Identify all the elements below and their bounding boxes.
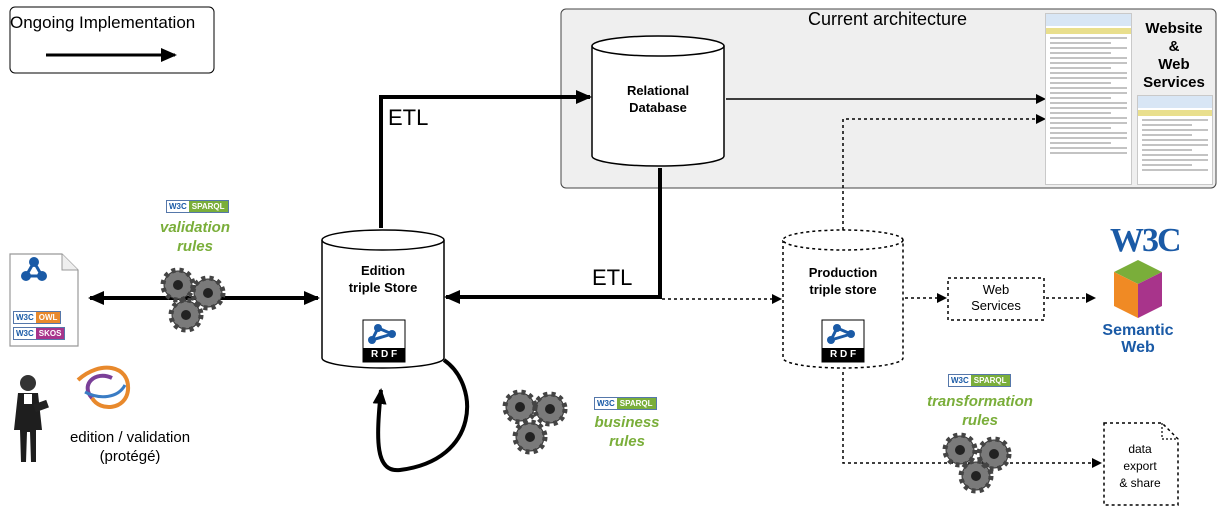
validation-gears-icon: [160, 267, 226, 333]
edition-rdf-text: R D F: [370, 349, 398, 360]
validation-sparql-badge: W3C SPARQL: [166, 200, 229, 213]
production-store-label: Production triple store: [808, 265, 878, 297]
web-services-label: Web Services: [971, 282, 1021, 313]
editor-label: edition / validation (protégé): [69, 429, 191, 465]
relational-database-cylinder: [591, 35, 725, 167]
etl-label-mid: ETL: [592, 265, 633, 290]
data-export-document: [1103, 422, 1179, 506]
business-gears-icon: [502, 389, 568, 455]
relational-database-label: Relational Database: [626, 83, 690, 115]
legend-title: Ongoing Implementation: [10, 13, 196, 32]
editor-person-icon: [14, 375, 49, 462]
web-services-box: [947, 277, 1045, 321]
edition-store-label: Edition triple Store: [348, 263, 418, 295]
etl-label-top: ETL: [388, 105, 429, 130]
transformation-gears-icon: [942, 432, 1012, 494]
production-to-website-arrow: [842, 114, 1046, 230]
validation-rules-label: validation rules: [159, 219, 230, 255]
edition-store-cylinder: [321, 229, 445, 369]
data-export-label: data export & share: [1119, 442, 1161, 490]
document-rdf-glyph: [21, 257, 47, 281]
transformation-rules-label: transformation rules: [927, 393, 1033, 429]
architecture-title: Current architecture: [808, 9, 968, 29]
semantic-web-cube-icon: [1114, 260, 1162, 318]
business-sparql-badge: W3C SPARQL: [594, 397, 657, 410]
production-rdf-text: R D F: [829, 349, 857, 360]
business-rules-label: business rules: [594, 414, 660, 450]
edition-rdf-logo: [362, 319, 406, 363]
production-rdf-logo: [821, 319, 865, 363]
semantic-web-label: Semantic Web: [1102, 322, 1174, 356]
transformation-sparql-badge: W3C SPARQL: [948, 374, 1011, 387]
owl-badge: W3C OWL: [13, 311, 62, 324]
protege-logo-icon: [76, 365, 131, 409]
website-screenshot-1: [1045, 13, 1132, 185]
etl-arrow-top: [379, 90, 592, 228]
production-to-export-arrow: [842, 372, 1102, 468]
website-screenshot-2: [1137, 95, 1213, 185]
semantic-web-w3c-logo: W3C: [1110, 222, 1182, 259]
website-label: Website & Web Services: [1143, 20, 1205, 91]
etl-arrow-mid: [444, 168, 662, 304]
skos-badge: W3C SKOS: [13, 327, 66, 340]
business-rules-loop: [372, 358, 470, 473]
